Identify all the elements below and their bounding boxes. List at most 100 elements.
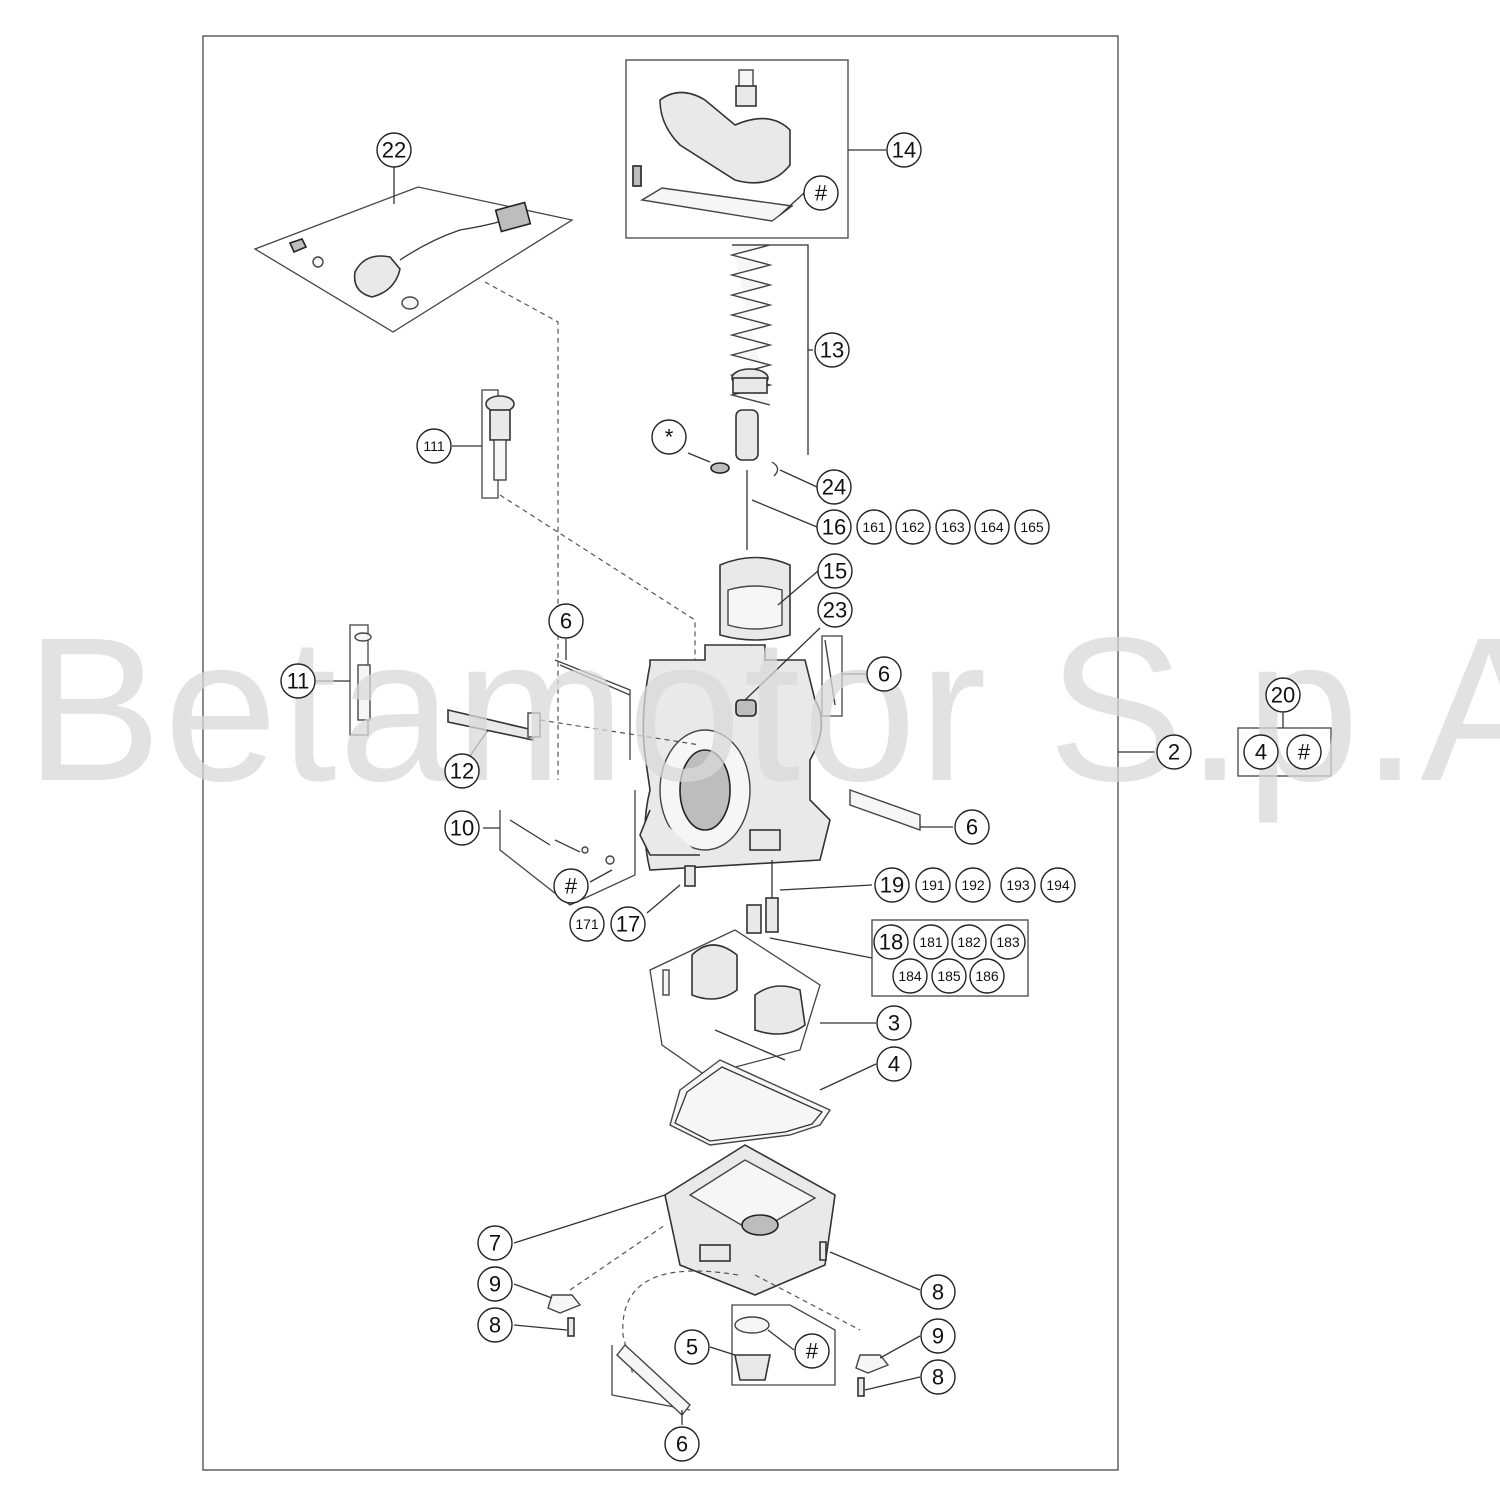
callout-193: 193	[1000, 867, 1036, 903]
callout-8-left: 8	[477, 1307, 513, 1343]
svg-text:16: 16	[822, 515, 846, 540]
callout-24: 24	[816, 469, 852, 505]
svg-text:181: 181	[919, 934, 943, 950]
callout-194: 194	[1040, 867, 1076, 903]
callout-191: 191	[915, 867, 951, 903]
callout-185: 185	[931, 958, 967, 994]
svg-text:#: #	[815, 181, 828, 206]
svg-text:193: 193	[1006, 877, 1030, 893]
svg-text:12: 12	[450, 759, 474, 784]
float-assembly-3	[649, 929, 821, 1076]
svg-text:17: 17	[616, 912, 640, 937]
callout-161: 161	[856, 509, 892, 545]
callout-20: 20	[1265, 677, 1301, 713]
svg-text:111: 111	[423, 438, 444, 454]
svg-text:184: 184	[898, 968, 922, 984]
callout-184: 184	[892, 958, 928, 994]
callout-9-left: 9	[477, 1266, 513, 1302]
callout-182: 182	[951, 924, 987, 960]
svg-text:#: #	[806, 1339, 819, 1364]
svg-text:#: #	[1298, 740, 1311, 765]
callout-171: 171	[569, 906, 605, 942]
svg-text:6: 6	[676, 1432, 688, 1457]
callout-star: *	[651, 419, 687, 455]
callout-162: 162	[895, 509, 931, 545]
callout-7: 7	[477, 1225, 513, 1261]
parts-6-11-12	[349, 624, 921, 831]
svg-text:5: 5	[686, 1335, 698, 1360]
svg-text:6: 6	[966, 815, 978, 840]
svg-text:183: 183	[996, 934, 1020, 950]
svg-text:3: 3	[888, 1011, 900, 1036]
svg-text:4: 4	[1255, 740, 1267, 765]
callout-19: 19	[874, 867, 910, 903]
callout-2: 2	[1156, 734, 1192, 770]
svg-text:*: *	[665, 425, 674, 450]
svg-text:8: 8	[932, 1280, 944, 1305]
svg-text:2: 2	[1168, 740, 1180, 765]
callout-16: 16	[816, 509, 852, 545]
callout-12: 12	[444, 753, 480, 789]
callout-183: 183	[990, 924, 1026, 960]
spring-needle-assembly	[710, 244, 779, 550]
svg-text:18: 18	[879, 930, 903, 955]
callout-6-right: 6	[954, 809, 990, 845]
svg-text:186: 186	[975, 968, 999, 984]
callout-6-upper-left: 6	[548, 603, 584, 639]
callout-165: 165	[1014, 509, 1050, 545]
callout-23: 23	[817, 592, 853, 628]
callout-hash-10: #	[553, 868, 589, 904]
callout-6-bottom: 6	[664, 1426, 700, 1462]
callout-3: 3	[876, 1005, 912, 1041]
svg-text:19: 19	[880, 873, 904, 898]
svg-text:9: 9	[932, 1324, 944, 1349]
callout-18: 18	[873, 924, 909, 960]
gasket-4	[669, 1059, 832, 1146]
callout-8-right-upper: 8	[920, 1274, 956, 1310]
svg-text:8: 8	[489, 1313, 501, 1338]
svg-text:14: 14	[892, 138, 916, 163]
callout-164: 164	[974, 509, 1010, 545]
svg-text:161: 161	[862, 519, 886, 535]
slide-15	[719, 556, 791, 641]
callout-4: 4	[876, 1046, 912, 1082]
svg-text:23: 23	[823, 598, 847, 623]
svg-text:7: 7	[489, 1231, 501, 1256]
svg-text:6: 6	[560, 609, 572, 634]
callout-14: 14	[886, 132, 922, 168]
svg-text:20: 20	[1271, 683, 1295, 708]
top-cover-assembly	[625, 59, 849, 239]
svg-text:11: 11	[287, 669, 310, 694]
callout-111: 111	[416, 428, 452, 464]
callout-20-hash: #	[1286, 734, 1322, 770]
svg-text:8: 8	[932, 1365, 944, 1390]
svg-text:24: 24	[822, 475, 846, 500]
svg-text:4: 4	[888, 1052, 900, 1077]
callout-15: 15	[817, 553, 853, 589]
svg-text:182: 182	[957, 934, 981, 950]
svg-text:192: 192	[961, 877, 985, 893]
svg-text:9: 9	[489, 1272, 501, 1297]
svg-text:191: 191	[921, 877, 945, 893]
leader-lines	[316, 149, 1332, 1425]
callout-13: 13	[814, 332, 850, 368]
callout-6-upper-right: 6	[866, 656, 902, 692]
svg-text:185: 185	[937, 968, 961, 984]
callout-192: 192	[955, 867, 991, 903]
svg-text:22: 22	[382, 138, 406, 163]
svg-text:163: 163	[941, 519, 965, 535]
drain-parts-5-8-9	[547, 1224, 890, 1417]
callout-20-4: 4	[1243, 734, 1279, 770]
callout-181: 181	[913, 924, 949, 960]
svg-text:15: 15	[823, 559, 847, 584]
callout-9-right: 9	[920, 1318, 956, 1354]
svg-text:6: 6	[878, 662, 890, 687]
callout-17: 17	[610, 906, 646, 942]
svg-text:13: 13	[820, 338, 844, 363]
svg-text:#: #	[565, 874, 578, 899]
svg-text:171: 171	[575, 916, 599, 932]
carburetor-body	[539, 644, 831, 871]
svg-text:162: 162	[901, 519, 925, 535]
callout-8-right-lower: 8	[920, 1359, 956, 1395]
